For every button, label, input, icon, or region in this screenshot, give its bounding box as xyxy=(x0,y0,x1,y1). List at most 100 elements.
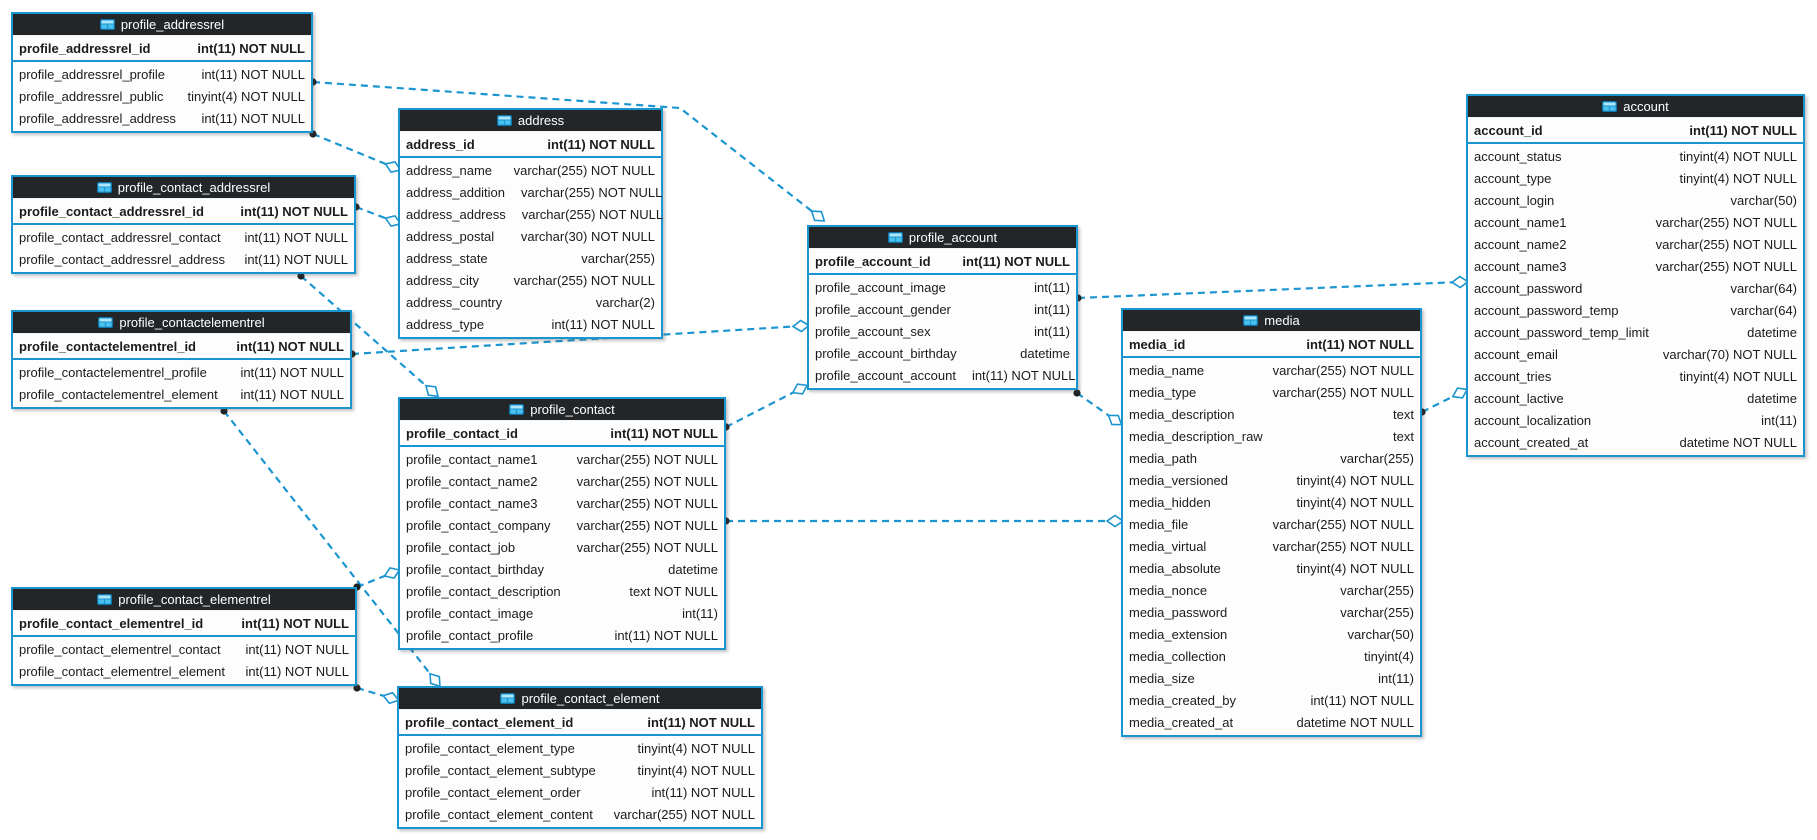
table-header[interactable]: address xyxy=(400,110,661,132)
table-header[interactable]: profile_contact_elementrel xyxy=(13,589,355,611)
primary-key-row[interactable]: profile_addressrel_id int(11) NOT NULL xyxy=(13,36,311,62)
table-node-profile_addressrel[interactable]: profile_addressrel profile_addressrel_id… xyxy=(11,12,313,133)
table-node-account[interactable]: account account_id int(11) NOT NULL acco… xyxy=(1466,94,1805,457)
relationship-profile_contact_elementrel-to-profile_contact_element[interactable] xyxy=(356,686,392,700)
table-header[interactable]: profile_addressrel xyxy=(13,14,311,36)
relationship-profile_addressrel-to-address[interactable] xyxy=(312,132,394,169)
primary-key-row[interactable]: media_id int(11) NOT NULL xyxy=(1123,332,1420,358)
relationship-profile_contact_addressrel-to-address[interactable] xyxy=(355,205,394,223)
primary-key-row[interactable]: profile_contactelementrel_id int(11) NOT… xyxy=(13,334,350,360)
primary-key-row[interactable]: address_id int(11) NOT NULL xyxy=(400,132,661,158)
table-node-profile_contact_elementrel[interactable]: profile_contact_elementrel profile_conta… xyxy=(11,587,357,686)
table-header[interactable]: profile_contact_addressrel xyxy=(13,177,354,199)
table-node-address[interactable]: address address_id int(11) NOT NULL addr… xyxy=(398,108,663,339)
primary-key-row[interactable]: profile_contact_addressrel_id int(11) NO… xyxy=(13,199,354,225)
table-header[interactable]: profile_contact xyxy=(400,399,724,421)
table-node-media[interactable]: media media_id int(11) NOT NULL media_na… xyxy=(1121,308,1422,737)
primary-key-row[interactable]: profile_contact_id int(11) NOT NULL xyxy=(400,421,724,447)
relationship-media-to-account[interactable] xyxy=(1421,392,1461,413)
primary-key-row[interactable]: account_id int(11) NOT NULL xyxy=(1468,118,1803,144)
table-header[interactable]: profile_contact_element xyxy=(399,688,761,710)
relationship-profile_contact_elementrel-to-profile_contact[interactable] xyxy=(356,571,393,589)
primary-key-row[interactable]: profile_contact_element_id int(11) NOT N… xyxy=(399,710,761,736)
table-header[interactable]: media xyxy=(1123,310,1420,332)
relationship-profile_account-to-account[interactable] xyxy=(1077,280,1461,300)
table-header[interactable]: profile_contactelementrel xyxy=(13,312,350,334)
table-node-profile_contactelementrel[interactable]: profile_contactelementrel profile_contac… xyxy=(11,310,352,409)
primary-key-row[interactable]: profile_contact_elementrel_id int(11) NO… xyxy=(13,611,355,637)
relationship-profile_account-to-media[interactable] xyxy=(1076,392,1116,421)
table-node-profile_contact[interactable]: profile_contact profile_contact_id int(1… xyxy=(398,397,726,650)
primary-key-row[interactable]: profile_account_id int(11) NOT NULL xyxy=(809,249,1076,275)
table-node-profile_contact_element[interactable]: profile_contact_element profile_contact_… xyxy=(397,686,763,829)
table-header[interactable]: account xyxy=(1468,96,1803,118)
table-header[interactable]: profile_account xyxy=(809,227,1076,249)
